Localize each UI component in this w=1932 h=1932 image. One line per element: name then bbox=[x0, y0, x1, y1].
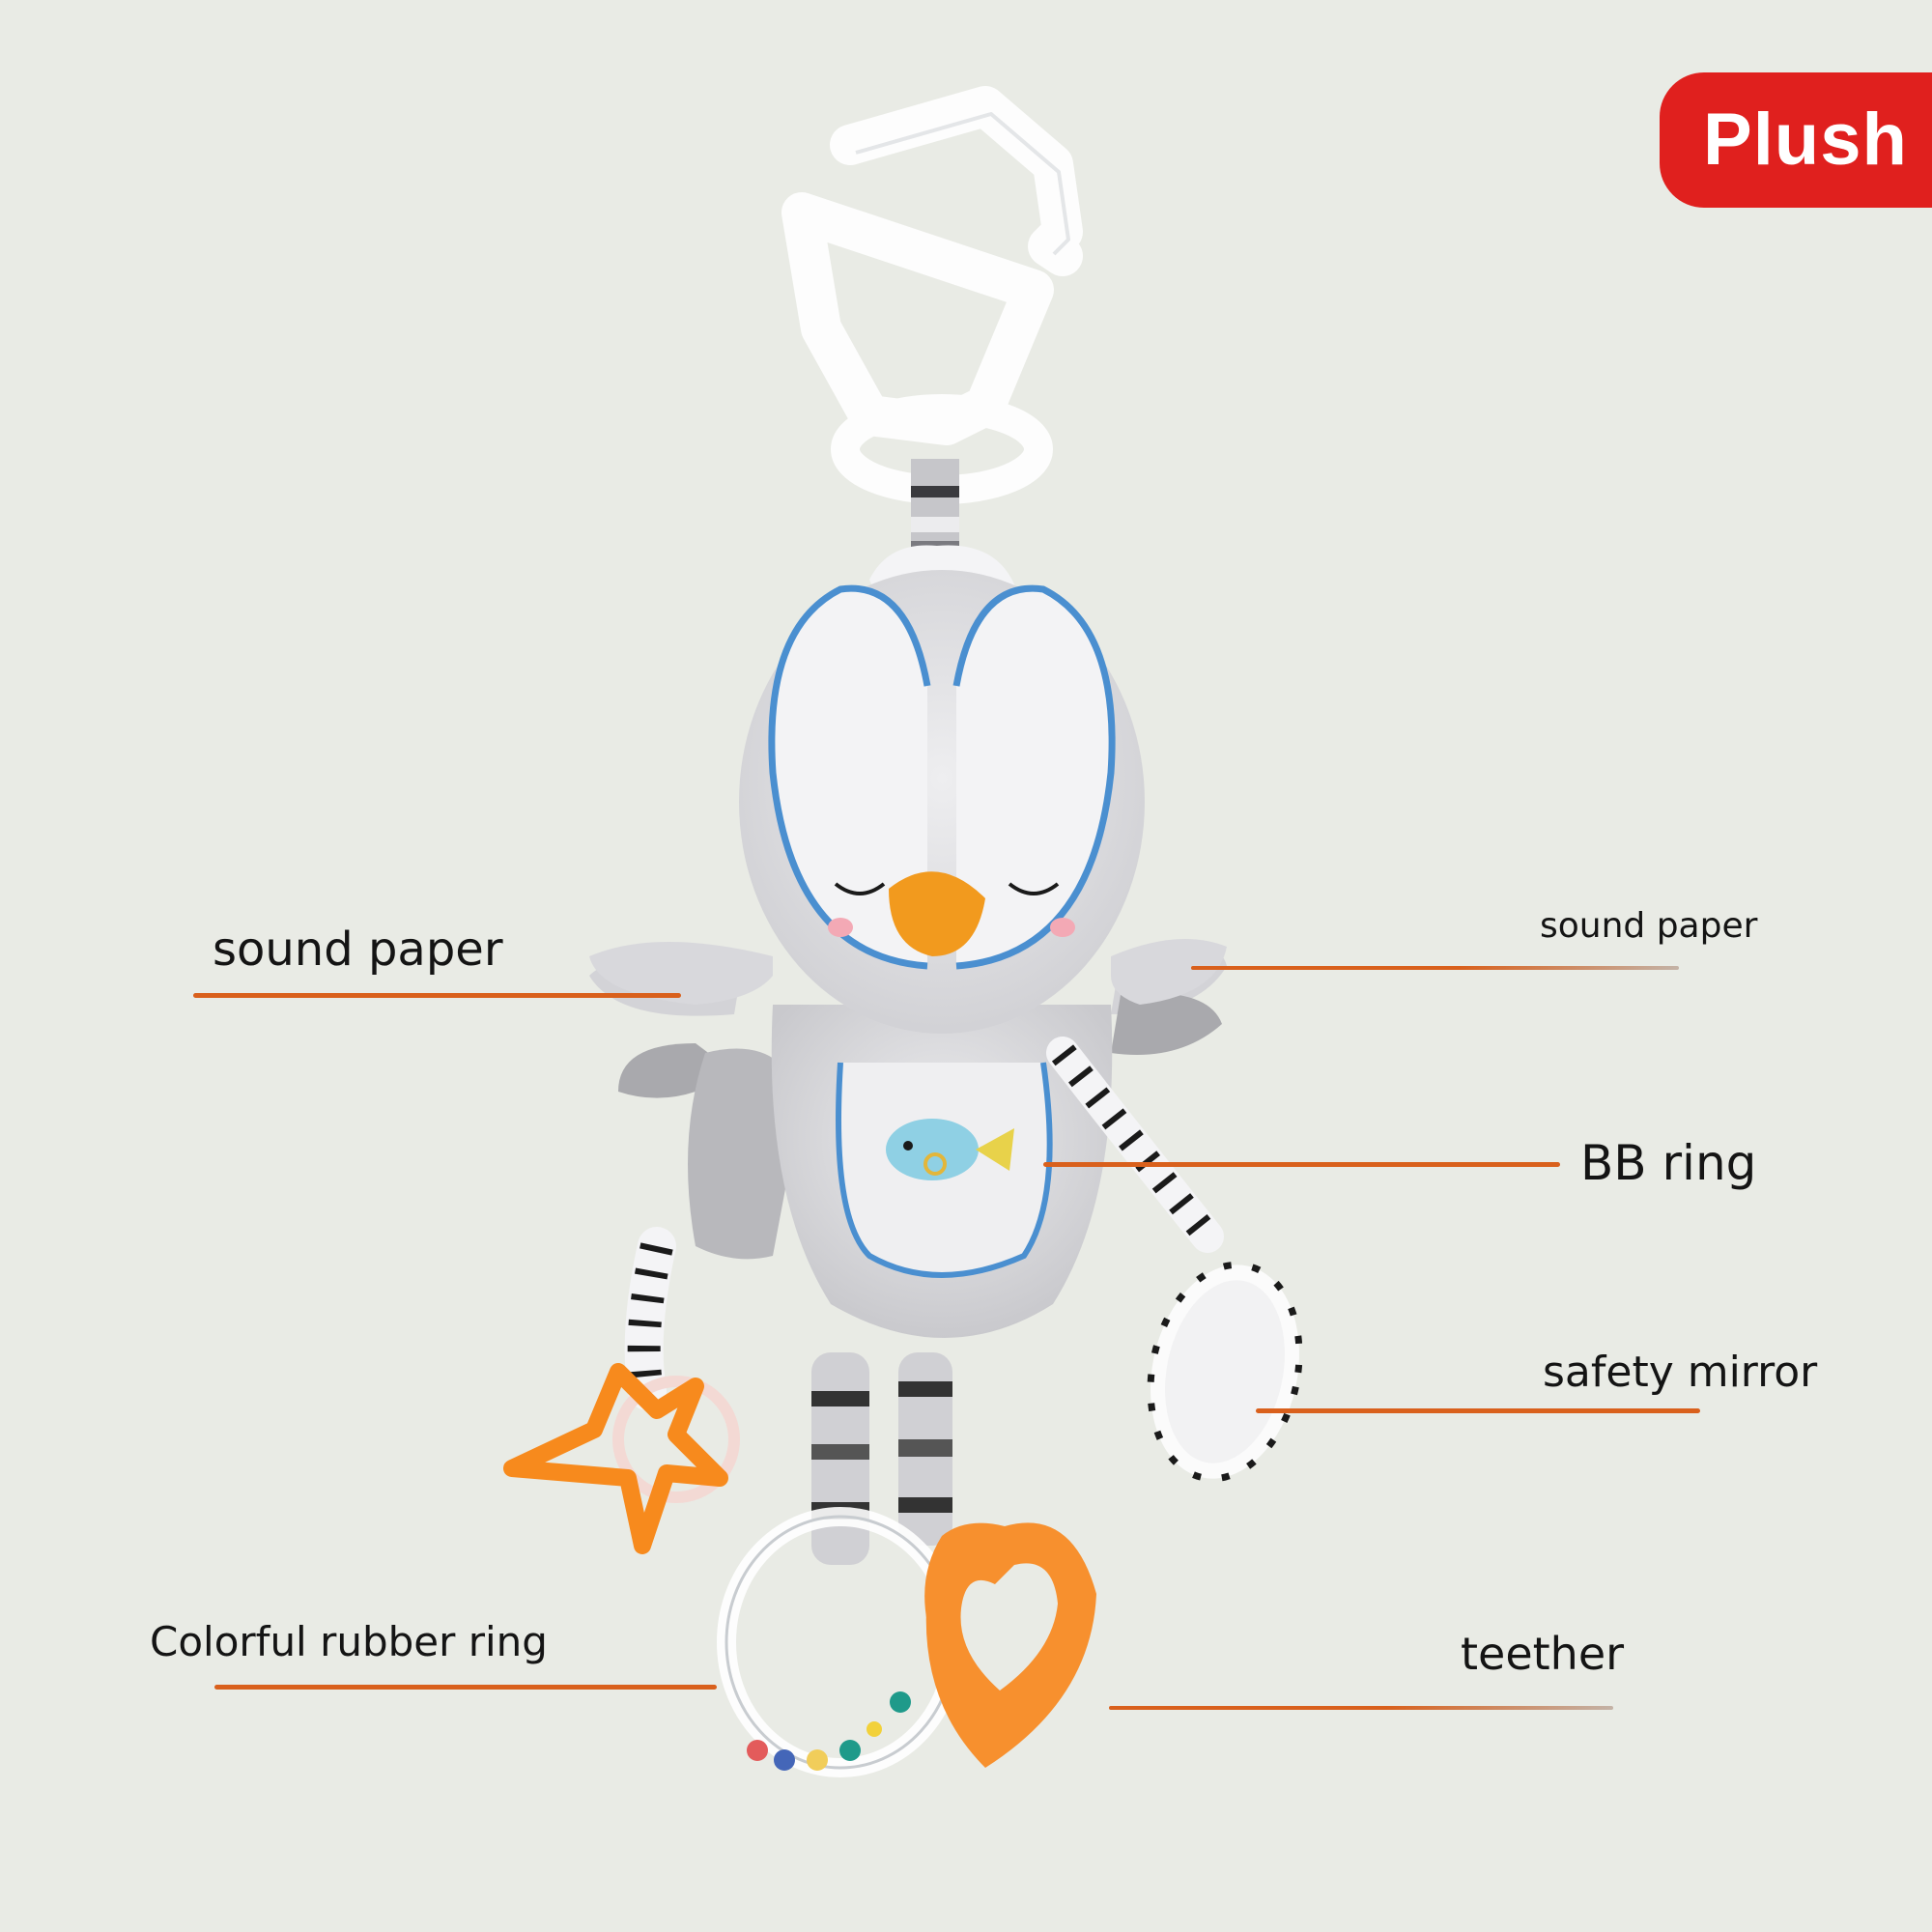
fish-patch-icon bbox=[886, 1119, 1014, 1180]
callout-sound-paper-right-label: sound paper bbox=[1540, 906, 1758, 946]
callout-teether-line bbox=[1109, 1706, 1613, 1710]
callout-bb-ring-label: BB ring bbox=[1580, 1135, 1757, 1191]
callout-colorful-rubber-ring-label: Colorful rubber ring bbox=[150, 1618, 548, 1665]
heart-teether-icon bbox=[924, 1522, 1096, 1768]
category-badge: Plush bbox=[1660, 72, 1932, 208]
callout-safety-mirror-label: safety mirror bbox=[1543, 1348, 1818, 1397]
callout-safety-mirror-line bbox=[1256, 1408, 1700, 1413]
callout-sound-paper-left-line bbox=[193, 993, 681, 998]
plastic-clip-icon bbox=[781, 86, 1083, 504]
star-teether-icon bbox=[503, 1363, 740, 1554]
beak-icon bbox=[889, 871, 985, 956]
callout-sound-paper-right-line bbox=[1191, 966, 1679, 970]
callout-colorful-rubber-ring-line bbox=[214, 1685, 717, 1690]
callout-bb-ring-line bbox=[1043, 1162, 1560, 1167]
safety-mirror-icon bbox=[1147, 1261, 1303, 1483]
callout-sound-paper-left-label: sound paper bbox=[213, 923, 503, 977]
callout-teether-label: teether bbox=[1461, 1628, 1625, 1680]
